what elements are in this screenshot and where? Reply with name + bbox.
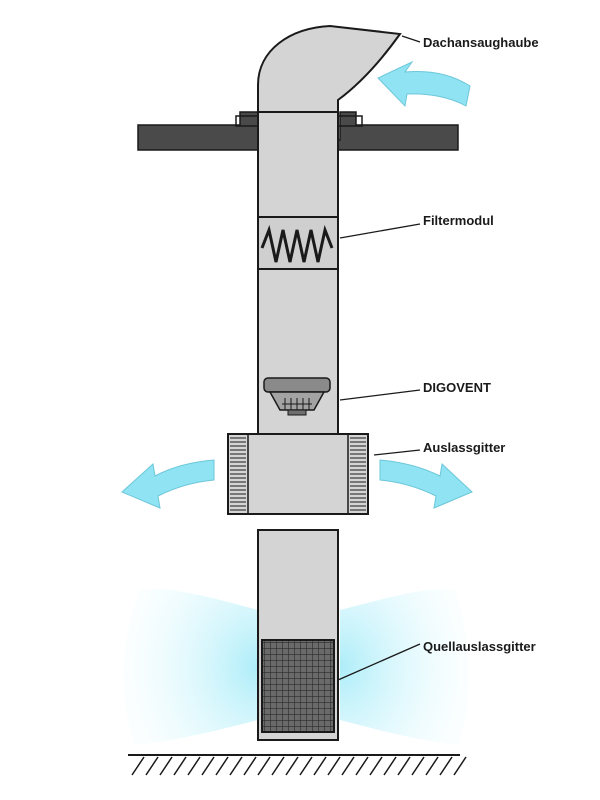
floor-hatch-line [131, 756, 145, 776]
leader-filter [339, 223, 421, 239]
floor-hatch-line [159, 756, 173, 776]
label-filter-module: Filtermodul [423, 213, 494, 228]
label-outlet-grille: Auslassgitter [423, 440, 505, 455]
floor-hatch-line [313, 756, 327, 776]
air-intake-arrow [377, 60, 471, 108]
leader-source-outlet [337, 643, 421, 681]
filter-module [257, 216, 339, 270]
airflow-glow-left [123, 589, 258, 745]
floor-hatch-line [145, 756, 159, 776]
floor-hatch-line [229, 756, 243, 776]
label-digovent: DIGOVENT [423, 380, 491, 395]
floor-hatch-line [439, 756, 453, 776]
floor-hatch-line [299, 756, 313, 776]
roof-hood [257, 24, 402, 123]
outlet-grille-box [227, 433, 369, 515]
floor-hatch-line [271, 756, 285, 776]
floor [128, 754, 467, 776]
source-outlet-grille [261, 639, 335, 733]
floor-hatch-line [243, 756, 257, 776]
leader-outlet [373, 449, 421, 456]
floor-hatch-line [341, 756, 355, 776]
label-source-outlet-grille: Quellauslassgitter [423, 639, 536, 654]
leader-digovent [339, 389, 421, 401]
floor-hatch-line [327, 756, 341, 776]
floor-hatch-line [369, 756, 383, 776]
floor-hatch-line [215, 756, 229, 776]
airflow-glow-right [340, 589, 469, 745]
floor-hatch-line [173, 756, 187, 776]
floor-hatch-line [453, 756, 467, 776]
floor-hatch-line [397, 756, 411, 776]
floor-hatch-line [201, 756, 215, 776]
exhaust-arrow-right [379, 459, 473, 509]
leader-roof-hood [401, 35, 421, 43]
exhaust-arrow-left [121, 459, 215, 509]
floor-hatch-line [285, 756, 299, 776]
floor-hatch-line [187, 756, 201, 776]
floor-hatch-line [411, 756, 425, 776]
roof-slab [137, 111, 459, 151]
floor-hatch-line [383, 756, 397, 776]
digovent-fan [263, 377, 331, 416]
floor-hatch-line [425, 756, 439, 776]
label-roof-hood: Dachansaughaube [423, 35, 539, 50]
floor-hatch-line [355, 756, 369, 776]
floor-hatch-line [257, 756, 271, 776]
